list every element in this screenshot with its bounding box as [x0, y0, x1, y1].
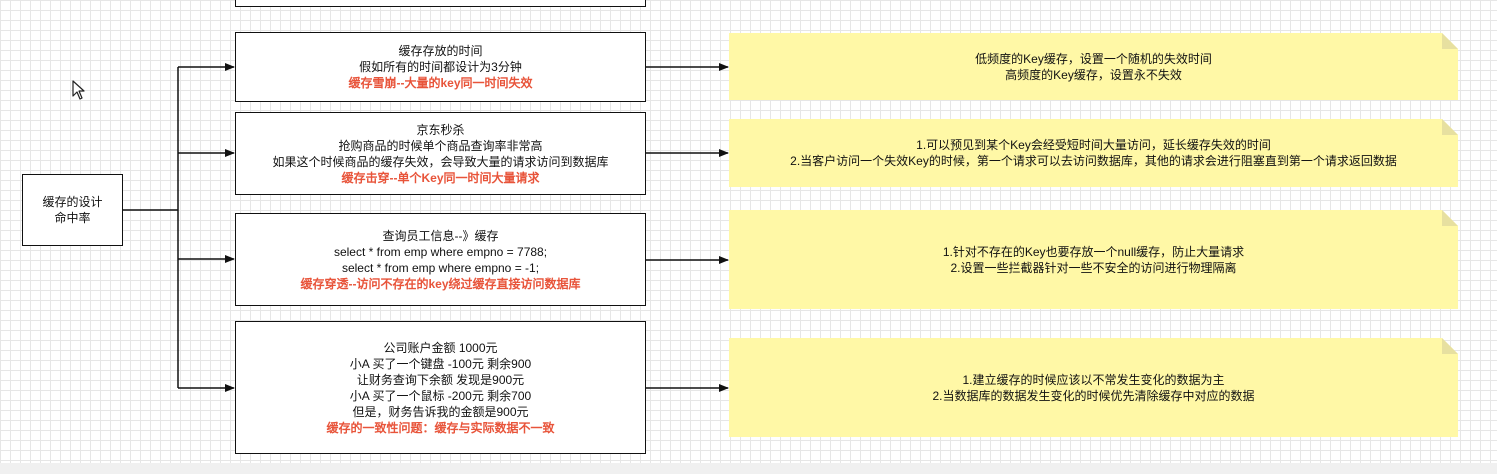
branch-node-cache-breakdown: 京东秒杀 抢购商品的时候单个商品查询率非常高 如果这个时候商品的缓存失效，会导致…	[235, 112, 646, 195]
branch-3-line-2: select * from emp where empno = 7788;	[333, 244, 548, 259]
branch-3-line-3: select * from emp where empno = -1;	[341, 260, 540, 275]
note-1-line-2: 高频度的Key缓存，设置永不失效	[1005, 67, 1182, 82]
note-breakdown-solution: 1.可以预见到某个Key会经受短时间大量访问，延长缓存失效的时间 2.当客户访问…	[729, 119, 1458, 187]
branch-1-line-2: 假如所有的时间都设计为3分钟	[359, 60, 522, 74]
note-2-line-1: 1.可以预见到某个Key会经受短时间大量访问，延长缓存失效的时间	[916, 138, 1271, 152]
note-4-line-2: 2.当数据库的数据发生变化的时候优先清除缓存中对应的数据	[932, 388, 1255, 403]
branch-node-cache-consistency: 公司账户金额 1000元 小A 买了一个键盘 -100元 剩余900 让财务查询…	[235, 321, 646, 454]
note-penetration-solution: 1.针对不存在的Key也要存放一个null缓存，防止大量请求 2.设置一些拦截器…	[729, 210, 1458, 309]
branch-4-line-3: 让财务查询下余额 发现是900元	[356, 372, 525, 387]
branch-4-line-4: 小A 买了一个鼠标 -200元 剩余700	[349, 388, 532, 403]
mouse-cursor-icon	[72, 80, 85, 100]
note-avalanche-solution: 低频度的Key缓存，设置一个随机的失效时间 高频度的Key缓存，设置永不失效	[729, 33, 1458, 100]
branch-4-line-5: 但是，财务告诉我的金额是900元	[352, 404, 529, 419]
top-cropped-box	[235, 0, 646, 7]
branch-4-line-1: 公司账户金额 1000元	[383, 340, 498, 355]
note-2-line-2: 2.当客户访问一个失效Key的时候，第一个请求可以去访问数据库，其他的请求会进行…	[790, 154, 1397, 168]
root-node: 缓存的设计 命中率	[22, 174, 123, 246]
note-consistency-solution: 1.建立缓存的时候应该以不常发生变化的数据为主 2.当数据库的数据发生变化的时候…	[729, 338, 1458, 437]
note-3-line-2: 2.设置一些拦截器针对一些不安全的访问进行物理隔离	[950, 260, 1237, 275]
root-line-2: 命中率	[54, 211, 91, 225]
branch-1-highlight: 缓存雪崩--大量的key同一时间失效	[348, 76, 533, 90]
branch-node-cache-avalanche: 缓存存放的时间 假如所有的时间都设计为3分钟 缓存雪崩--大量的key同一时间失…	[235, 32, 646, 102]
branch-2-highlight: 缓存击穿--单个Key同一时间大量请求	[341, 170, 540, 185]
note-1-line-1: 低频度的Key缓存，设置一个随机的失效时间	[975, 51, 1212, 66]
root-line-1: 缓存的设计	[42, 195, 103, 209]
branch-1-line-1: 缓存存放的时间	[398, 44, 483, 58]
branch-3-highlight: 缓存穿透--访问不存在的key绕过缓存直接访问数据库	[300, 276, 581, 291]
branch-3-line-1: 查询员工信息--》缓存	[382, 228, 499, 243]
branch-2-line-1: 京东秒杀	[416, 122, 465, 137]
branch-4-highlight: 缓存的一致性问题：缓存与实际数据不一致	[326, 420, 555, 435]
note-3-line-1: 1.针对不存在的Key也要存放一个null缓存，防止大量请求	[942, 244, 1245, 259]
branch-node-cache-penetration: 查询员工信息--》缓存 select * from emp where empn…	[235, 213, 646, 306]
branch-2-line-2: 抢购商品的时候单个商品查询率非常高	[338, 138, 543, 153]
branch-4-line-2: 小A 买了一个键盘 -100元 剩余900	[349, 356, 532, 371]
canvas-bottom-bar	[0, 463, 1497, 474]
branch-2-line-3: 如果这个时候商品的缓存失效，会导致大量的请求访问到数据库	[272, 154, 609, 169]
note-4-line-1: 1.建立缓存的时候应该以不常发生变化的数据为主	[962, 372, 1225, 387]
